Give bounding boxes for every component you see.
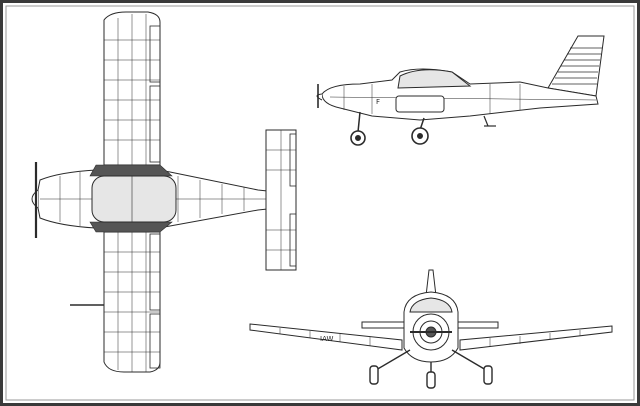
- side-view: F: [316, 35, 605, 146]
- top-view-wing-root-lower: [89, 221, 173, 233]
- side-view-rudder-hatch: [552, 47, 602, 85]
- front-view-left-wheel: [369, 365, 379, 385]
- front-view: IAW: [249, 269, 613, 389]
- top-view: [31, 11, 297, 373]
- top-view-stabilizer-panels: [266, 130, 296, 270]
- top-view-elevator-lower: [289, 213, 297, 267]
- top-view-lower-aileron: [149, 313, 161, 369]
- side-view-tail-skid: [483, 115, 489, 127]
- front-view-left-gear-leg: [375, 349, 411, 371]
- front-view-right-gear-leg: [451, 349, 487, 371]
- front-view-right-wheel: [483, 365, 493, 385]
- top-view-canopy: [91, 175, 177, 223]
- top-view-elevator-upper: [289, 133, 297, 187]
- top-view-upper-flap: [149, 85, 161, 163]
- side-view-label: F: [376, 98, 380, 106]
- front-view-nose-wheel: [426, 371, 436, 389]
- top-view-upper-aileron: [149, 25, 161, 83]
- front-view-left-wing: [249, 323, 403, 351]
- side-view-canopy: [397, 69, 472, 89]
- frame-border-inner: [5, 5, 635, 401]
- side-view-wing-root: [395, 95, 445, 113]
- front-view-canopy: [409, 297, 453, 313]
- side-view-nose-gear-leg: [357, 111, 361, 133]
- top-view-lower-wing-panels: [104, 232, 160, 372]
- front-view-label: IAW: [320, 335, 333, 343]
- top-view-wing-root-upper: [89, 164, 173, 177]
- front-view-right-wing: [459, 325, 613, 351]
- top-view-lower-flap: [149, 233, 161, 311]
- top-view-upper-wing-panels: [104, 14, 160, 165]
